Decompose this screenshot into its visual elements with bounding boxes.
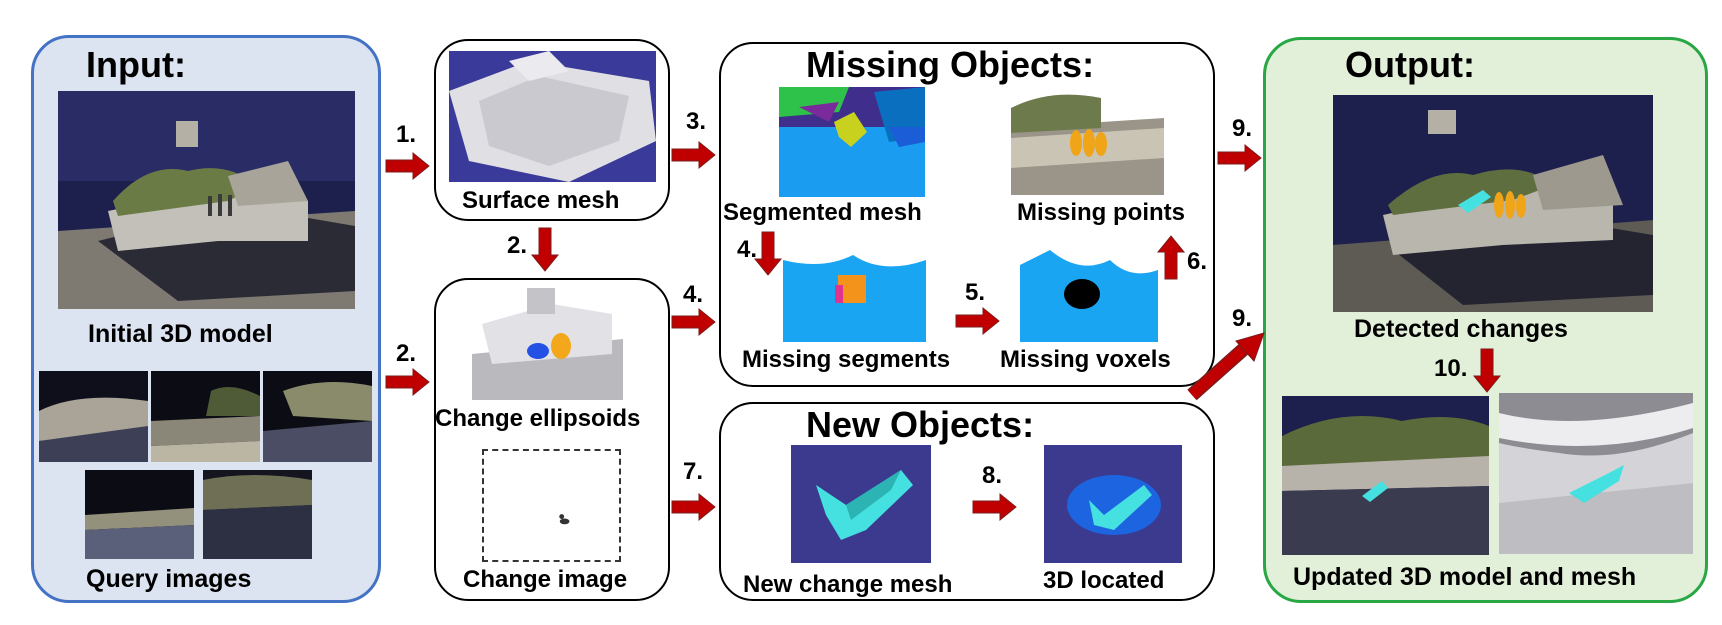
step-label-9-top: 9. [1232, 115, 1253, 142]
output-title: Output: [1345, 44, 1475, 85]
3d-located-caption: 3D located [1043, 567, 1165, 594]
change-ellipsoids-image [472, 284, 623, 400]
detected-changes-image [1333, 95, 1653, 312]
arrow-step-9-diagonal [1187, 331, 1266, 401]
arrow-step-2-down [530, 227, 560, 272]
query-image-5 [203, 470, 312, 559]
missing-voxels-caption: Missing voxels [1000, 346, 1171, 373]
step-label-5: 5. [965, 279, 986, 306]
initial-3d-model-image [58, 91, 355, 309]
arrow-step-7 [671, 492, 716, 522]
query-image-4 [85, 470, 194, 559]
query-image-3 [263, 371, 372, 462]
arrow-step-9-top [1217, 143, 1262, 173]
missing-segments-caption: Missing segments [742, 346, 951, 373]
missing-points-caption: Missing points [1017, 199, 1185, 226]
missing-points-image [1011, 88, 1164, 195]
step-label-8: 8. [982, 462, 1003, 489]
new-change-mesh-caption: New change mesh [743, 571, 953, 598]
arrow-step-5 [955, 306, 1000, 336]
step-label-6: 6. [1187, 248, 1208, 275]
updated-mesh-image [1499, 393, 1693, 554]
surface-mesh-image [449, 51, 656, 182]
arrow-step-4 [671, 307, 716, 337]
arrow-step-2-input [385, 367, 430, 397]
step-label-4-down: 4. [737, 236, 758, 263]
change-ellipsoids-caption: Change ellipsoids [435, 405, 641, 432]
arrow-step-10-down [1472, 348, 1502, 393]
step-label-2-input: 2. [396, 340, 417, 367]
3d-located-image [1044, 445, 1182, 563]
step-label-10: 10. [1434, 355, 1468, 382]
step-label-2-down: 2. [507, 232, 528, 259]
arrow-step-8 [972, 492, 1017, 522]
arrow-step-1 [385, 151, 430, 181]
segmented-mesh-caption: Segmented mesh [723, 199, 922, 226]
step-label-7: 7. [683, 458, 704, 485]
query-images-caption: Query images [86, 565, 252, 593]
arrow-step-6-up [1156, 235, 1186, 280]
arrow-step-3 [671, 140, 716, 170]
detected-changes-caption: Detected changes [1354, 315, 1568, 343]
segmented-mesh-image [779, 87, 925, 197]
step-label-9-lower: 9. [1232, 305, 1253, 332]
change-image-placeholder [482, 449, 621, 562]
step-label-1: 1. [396, 121, 417, 148]
query-image-2 [151, 371, 260, 462]
missing-segments-image [783, 240, 926, 342]
step-label-4: 4. [683, 281, 704, 308]
missing-voxels-image [1020, 240, 1158, 342]
change-image-caption: Change image [463, 566, 628, 593]
input-title: Input: [86, 44, 186, 85]
new-objects-title: New Objects: [806, 404, 1035, 445]
new-change-mesh-image [791, 445, 931, 563]
missing-objects-title: Missing Objects: [806, 44, 1095, 85]
arrow-step-4-down [753, 231, 783, 276]
updated-model-image [1282, 396, 1489, 555]
initial-3d-model-caption: Initial 3D model [88, 320, 273, 348]
query-image-1 [39, 371, 148, 462]
surface-mesh-caption: Surface mesh [462, 187, 620, 214]
updated-3d-model-caption: Updated 3D model and mesh [1293, 563, 1637, 591]
step-label-3: 3. [686, 108, 707, 135]
